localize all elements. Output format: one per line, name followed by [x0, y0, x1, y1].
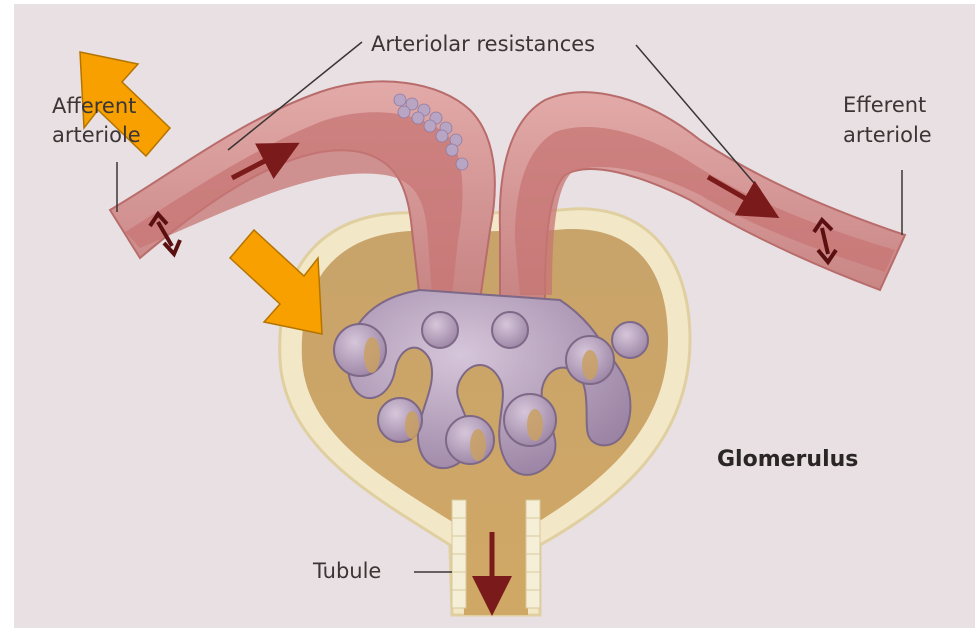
- afferent-arteriole-label: Afferent arteriole: [52, 92, 141, 150]
- afferent-label-line2: arteriole: [52, 121, 141, 150]
- efferent-label-line1: Efferent: [843, 90, 932, 120]
- afferent-label-line1: Afferent: [52, 92, 141, 121]
- orange-arrow-down-right-icon: [230, 230, 322, 334]
- arteriolar-resistances-label: Arteriolar resistances: [371, 32, 595, 56]
- glomerulus-label: Glomerulus: [717, 448, 858, 472]
- tubule-label: Tubule: [313, 559, 381, 583]
- efferent-label-line2: arteriole: [843, 120, 932, 150]
- efferent-arteriole-label: Efferent arteriole: [843, 90, 932, 150]
